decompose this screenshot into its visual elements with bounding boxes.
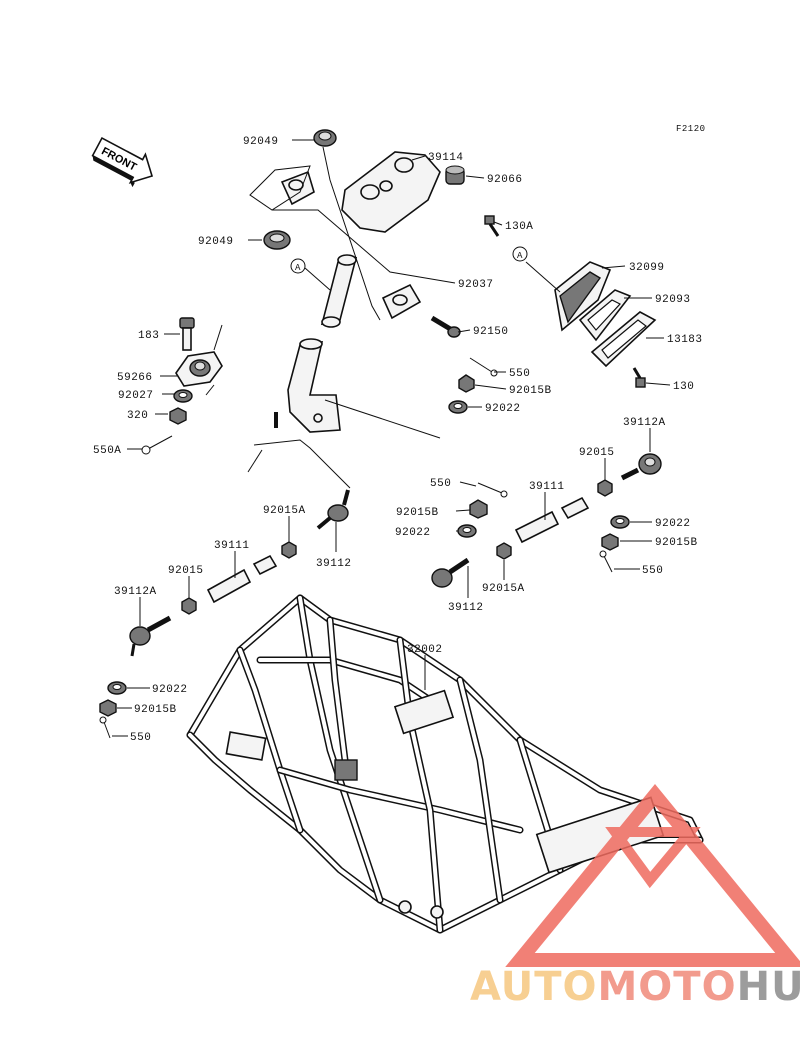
washer-92022-a <box>448 400 468 414</box>
nut-92015B-d <box>99 699 117 717</box>
callout-550A: 550A <box>93 445 121 457</box>
cotter-pin-550A <box>141 435 173 455</box>
callout-92015-left: 92015 <box>168 565 204 577</box>
callout-92022-b: 92022 <box>395 527 431 539</box>
nut-92015A-right <box>496 542 512 560</box>
callout-39114: 39114 <box>428 152 464 164</box>
callout-labels: 92049 39114 92066 130A 92049 32099 92037… <box>93 136 703 744</box>
steering-stem <box>274 338 341 433</box>
callout-183: 183 <box>138 330 159 342</box>
washer-92027 <box>173 389 193 403</box>
callout-59266: 59266 <box>117 372 153 384</box>
bolt-130A <box>484 215 500 237</box>
nut-320 <box>169 407 187 425</box>
callout-92049-top: 92049 <box>243 136 279 148</box>
ref-marker-a-right-text: A <box>517 251 523 261</box>
callout-130A: 130A <box>505 221 533 233</box>
tie-rod-end-39112-left <box>316 489 350 530</box>
watermark-logo: AUTOMOTOHUB <box>470 783 800 1010</box>
bolt-92150 <box>430 315 461 338</box>
lower-clamp-right <box>381 283 422 320</box>
plate-13183 <box>590 311 657 368</box>
callout-550-d: 550 <box>130 732 151 744</box>
callout-550-a: 550 <box>509 368 530 380</box>
callout-32099: 32099 <box>629 262 665 274</box>
callout-92015B-c: 92015B <box>655 537 698 549</box>
callout-92037: 92037 <box>458 279 494 291</box>
callout-13183: 13183 <box>667 334 703 346</box>
leader-lines <box>112 139 671 737</box>
bolt-183 <box>179 317 195 351</box>
tie-rod-39111-right <box>514 496 590 544</box>
svg-text:AUTOMOTOHUB: AUTOMOTOHUB <box>470 964 800 1010</box>
tie-rod-end-39112A-right <box>620 453 662 481</box>
ref-marker-a-left: A <box>290 258 306 274</box>
callout-92015B-a: 92015B <box>509 385 552 397</box>
front-arrow: FRONT <box>91 136 154 188</box>
callout-92150: 92150 <box>473 326 509 338</box>
gasket-92093 <box>578 289 632 342</box>
tie-rod-end-39112-right <box>431 557 470 588</box>
ref-marker-a-right: A <box>512 246 528 262</box>
callout-32002: 32002 <box>407 644 443 656</box>
callout-39112-right: 39112 <box>448 602 484 614</box>
callout-92015B-b: 92015B <box>396 507 439 519</box>
upper-handlebar-holder <box>341 151 441 233</box>
nut-92015B-a <box>458 374 475 393</box>
nut-92015B-c <box>601 533 619 551</box>
callout-92027: 92027 <box>118 390 154 402</box>
callout-39111-right: 39111 <box>529 481 565 493</box>
callout-39112A-right: 39112A <box>623 417 666 429</box>
callout-550-c: 550 <box>642 565 663 577</box>
nut-92015-right <box>597 479 613 497</box>
plug-92066 <box>445 165 465 185</box>
nut-92015B-b <box>469 499 488 519</box>
watermark-part-moto: MOTO <box>598 964 737 1010</box>
callout-92015A-right: 92015A <box>482 583 525 595</box>
cover-32099 <box>554 261 612 332</box>
nut-92015-left <box>181 597 197 615</box>
bolt-130 <box>632 367 646 388</box>
callout-92015A-left: 92015A <box>263 505 306 517</box>
tie-rod-39111-left <box>206 554 278 604</box>
bush-92049-top <box>313 129 337 147</box>
cotter-550-a <box>469 357 498 377</box>
callout-92022-c: 92022 <box>655 518 691 530</box>
callout-92049-bot: 92049 <box>198 236 234 248</box>
ref-marker-a-left-text: A <box>295 263 301 273</box>
frame-32002 <box>186 594 704 934</box>
washer-92022-c <box>610 515 630 529</box>
bearing-59266 <box>175 351 223 387</box>
cotter-550-b <box>477 482 508 498</box>
watermark-part-hub: HUB <box>737 964 800 1010</box>
callout-130: 130 <box>673 381 694 393</box>
lower-clamp-left <box>280 170 315 206</box>
callout-550-b: 550 <box>430 478 451 490</box>
callout-39112-left: 39112 <box>316 558 352 570</box>
figure-code: F2120 <box>676 124 706 134</box>
callout-39111-left: 39111 <box>214 540 250 552</box>
steering-shaft-upper <box>320 254 358 328</box>
callout-92022-d: 92022 <box>152 684 188 696</box>
bush-92049-bot <box>263 230 291 250</box>
nut-92015A-left <box>281 541 297 559</box>
callout-92015B-d: 92015B <box>134 704 177 716</box>
washer-92022-d <box>107 681 127 695</box>
washer-92022-b <box>457 524 477 538</box>
callout-39112A-left: 39112A <box>114 586 157 598</box>
watermark-triangle-icon <box>505 783 800 967</box>
watermark-part-auto: AUTO <box>470 964 598 1010</box>
callout-92015-right: 92015 <box>579 447 615 459</box>
tie-rod-end-39112A-left <box>129 615 172 657</box>
callout-92022-a: 92022 <box>485 403 521 415</box>
callout-92066: 92066 <box>487 174 523 186</box>
callout-92093: 92093 <box>655 294 691 306</box>
callout-320: 320 <box>127 410 148 422</box>
cotter-550-d <box>99 716 111 739</box>
cotter-550-c <box>599 550 613 573</box>
